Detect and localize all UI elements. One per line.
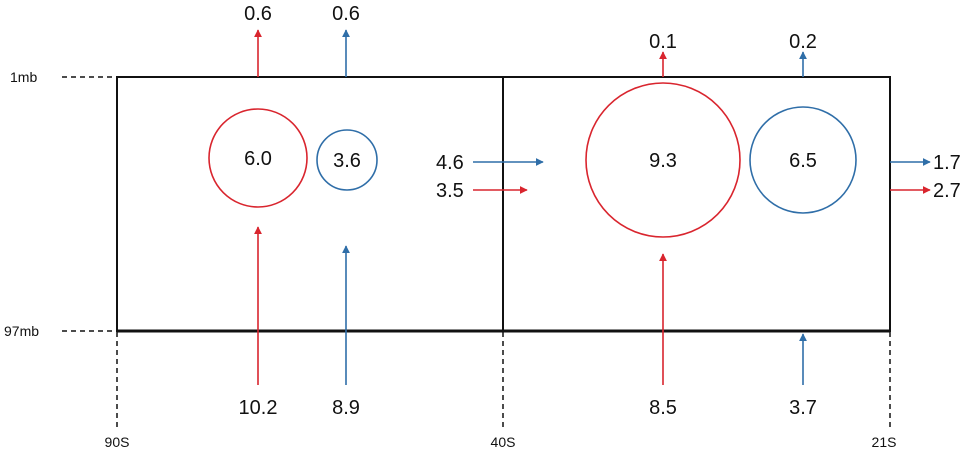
pressure-label-bottom: 97mb (4, 323, 39, 339)
right-red-side-value: 2.7 (933, 180, 961, 202)
boundary-blue-value: 4.6 (436, 152, 464, 174)
left-blue-bottom-value: 8.9 (332, 397, 360, 419)
right-blue-bottom-value: 3.7 (789, 397, 817, 419)
pressure-label-top: 1mb (10, 69, 37, 85)
left-red-circle-value: 6.0 (244, 148, 272, 170)
right-blue-side-value: 1.7 (933, 152, 961, 174)
left-box (116, 76, 504, 332)
right-blue-top-value: 0.2 (789, 31, 817, 53)
right-blue-circle-value: 6.5 (789, 150, 817, 172)
left-red-top-value: 0.6 (244, 3, 272, 25)
left-red-bottom-value: 10.2 (239, 397, 278, 419)
latitude-label-right: 21S (872, 434, 897, 450)
right-red-bottom-value: 8.5 (649, 397, 677, 419)
latitude-label-left: 90S (105, 434, 130, 450)
left-red-circle (208, 108, 308, 208)
left-blue-circle (316, 129, 378, 191)
latitude-label-middle: 40S (491, 434, 516, 450)
right-red-top-value: 0.1 (649, 31, 677, 53)
right-red-circle-value: 9.3 (649, 150, 677, 172)
right-blue-circle (749, 106, 857, 214)
left-blue-circle-value: 3.6 (333, 150, 361, 172)
boundary-red-value: 3.5 (436, 180, 464, 202)
left-blue-top-value: 0.6 (332, 3, 360, 25)
right-red-circle (585, 82, 741, 238)
